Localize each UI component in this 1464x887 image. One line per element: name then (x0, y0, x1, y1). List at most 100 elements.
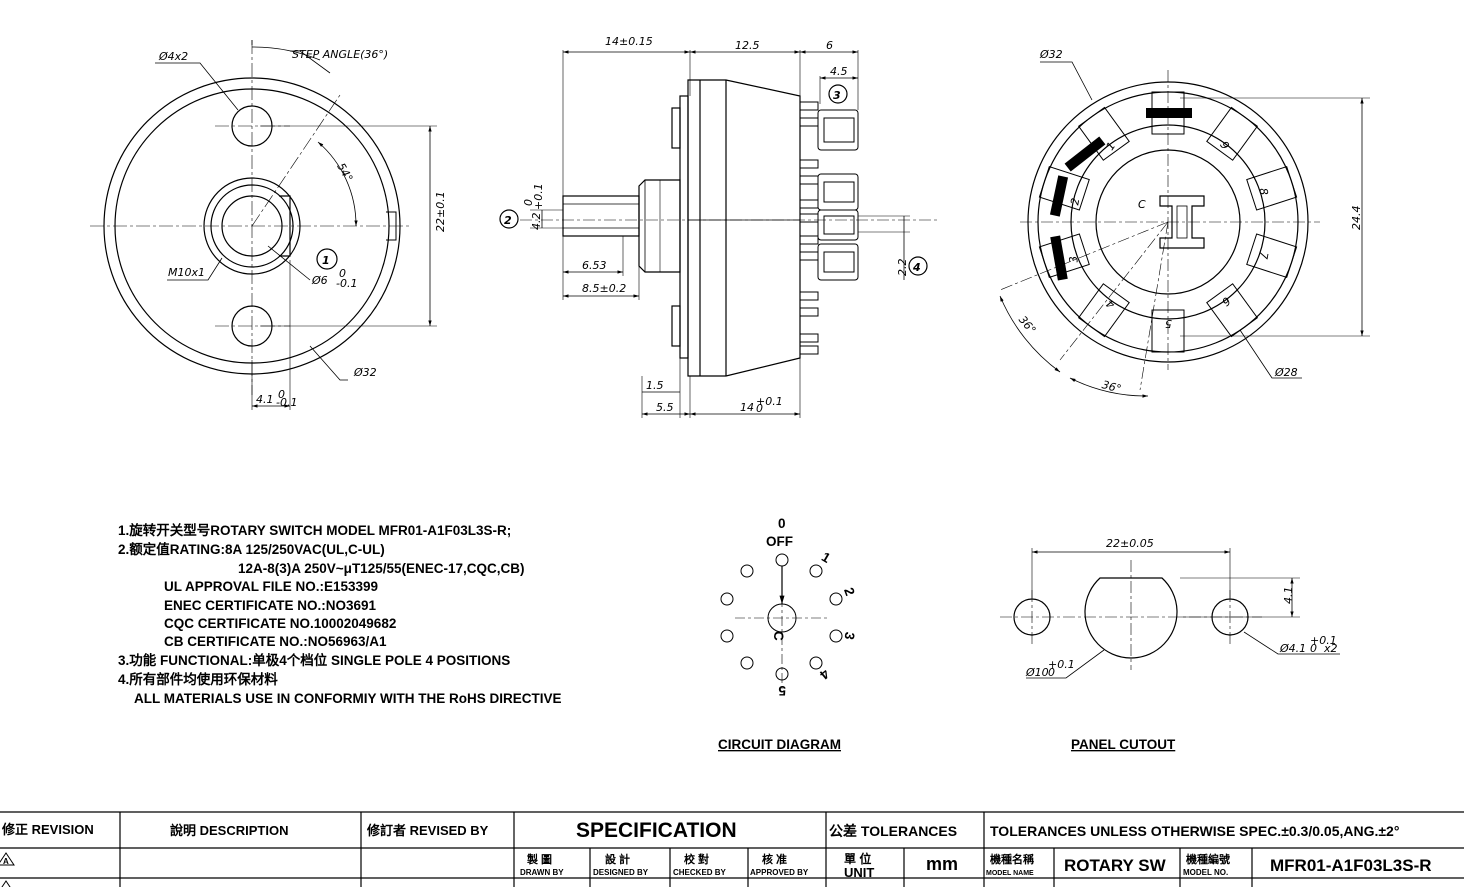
tb-designed-cn: 設 計 (605, 852, 630, 866)
tb-tolerances-header: 公差 TOLERANCES (829, 823, 957, 839)
tb-approved-cn: 核 准 (762, 852, 787, 866)
title-block (0, 811, 1464, 887)
circuit-label-3: 3 (841, 631, 857, 641)
note-line-5: ENEC CERTIFICATE NO.:NO3691 (164, 598, 377, 613)
front-flat-tol-dn: -0.1 (276, 396, 297, 409)
front-step-angle-label: STEP ANGLE(36°) (292, 48, 388, 61)
cutout-dim-width: 22±0.05 (1106, 537, 1154, 550)
rear-term-2: 2 (1068, 197, 1082, 206)
shaft-body (562, 195, 640, 237)
callout-4-circle (908, 256, 928, 276)
rear-outer-dia: Ø32 (1039, 48, 1063, 61)
side-dim-6: 6 (826, 39, 833, 52)
front-shaft-dia-label: Ø6 (311, 274, 328, 287)
rear-inner-dia: Ø28 (1274, 366, 1298, 379)
tb-drawn-en: DRAWN BY (520, 868, 564, 877)
tb-checked-cn: 校 對 (684, 852, 709, 866)
note-line-9: 4.所有部件均使用环保材料 (118, 671, 278, 687)
tb-unit-cn: 單 位 (844, 851, 871, 866)
side-dim-shaft: 4.2 (530, 213, 543, 231)
cutout-dim-hole: Ø4.1 (1279, 642, 1306, 655)
side-dim-22: 2.2 (896, 259, 909, 277)
cutout-center (1084, 577, 1178, 659)
tb-description: 說明 DESCRIPTION (170, 823, 288, 838)
circuit-label-0: 0 (778, 516, 786, 531)
tb-revision-mark: A (3, 857, 9, 866)
rear-term-8: 8 (1256, 187, 1270, 196)
callout-1-circle (316, 248, 338, 270)
side-dim-14-tol-dn: 0 (756, 402, 763, 415)
side-dim-55: 5.5 (656, 401, 674, 414)
note-line-6: CQC CERTIFICATE NO.10002049682 (164, 616, 396, 631)
rear-term-3: 3 (1067, 255, 1081, 264)
side-view (499, 50, 940, 418)
center-contact (1159, 195, 1205, 249)
circuit-label-c: C (771, 631, 786, 641)
cutout-dim-flat: 4.1 (1282, 587, 1295, 605)
note-line-7: CB CERTIFICATE NO.:NO56963/A1 (164, 634, 387, 649)
rear-term-4: 4 (1104, 297, 1118, 311)
front-callout-1: 1 (322, 254, 330, 267)
circuit-title: CIRCUIT DIAGRAM (718, 737, 841, 752)
front-hole-label: Ø4x2 (158, 50, 188, 63)
circuit-diagram (720, 553, 843, 690)
callout-3-circle (828, 84, 848, 104)
side-dim-shaft-tol-dn: 0 (522, 199, 535, 206)
rear-view (999, 61, 1370, 398)
front-thread-label: M10x1 (168, 266, 205, 279)
tb-model-no-en: MODEL NO. (1183, 868, 1228, 877)
circuit-label-5: 5 (778, 683, 786, 698)
tb-model-name-en: MODEL NAME (986, 870, 1034, 877)
notes-block: 1.旋转开关型号ROTARY SWITCH MODEL MFR01-A1F03L… (118, 522, 562, 706)
front-outer-dia-label: Ø32 (353, 366, 377, 379)
rear-center-label: C (1138, 198, 1146, 211)
tb-model-name-cn: 機種名稱 (990, 852, 1034, 866)
circuit-label-1: 1 (819, 549, 833, 566)
cutout-dim-center-tol-dn: 0 (1048, 666, 1055, 679)
cutout-dim-center: Ø10 (1025, 666, 1049, 679)
side-callout-3: 3 (833, 89, 841, 102)
front-shaft-tol-up: 0 (339, 267, 346, 280)
tb-tolerances-note: TOLERANCES UNLESS OTHERWISE SPEC.±0.3/0.… (990, 823, 1399, 839)
side-dim-14b: 14 (740, 401, 754, 414)
side-dim-125: 12.5 (735, 39, 760, 52)
note-line-3: 12A-8(3)A 250V~μT125/55(ENEC-17,CQC,CB) (238, 561, 525, 576)
front-flat-label: 4.1 (256, 393, 274, 406)
tb-approved-en: APPROVED BY (750, 868, 809, 877)
rear-term-5: 5 (1165, 317, 1172, 330)
tb-model-name-value: ROTARY SW (1064, 856, 1167, 875)
panel-cutout (1000, 548, 1340, 679)
side-callout-2: 2 (504, 214, 512, 227)
rear-term-7: 7 (1257, 251, 1271, 260)
tb-model-no-value: MFR01-A1F03L3S-R (1270, 856, 1432, 875)
cutout-dim-hole-tol-up: +0.1 (1310, 634, 1337, 647)
note-line-8: 3.功能 FUNCTIONAL:单极4个档位 SINGLE POLE 4 POS… (118, 652, 510, 668)
rear-height: 24.4 (1350, 206, 1363, 231)
note-line-10: ALL MATERIALS USE IN CONFORMIY WITH THE … (134, 691, 562, 706)
tb-specification: SPECIFICATION (576, 819, 737, 842)
note-line-4: UL APPROVAL FILE NO.:E153399 (164, 579, 378, 594)
cutout-dim-hole-suffix: x2 (1323, 642, 1338, 655)
side-dim-15: 1.5 (646, 379, 664, 392)
side-dim-shaft-tol-up: +0.1 (532, 183, 545, 210)
note-line-2: 2.额定值RATING:8A 125/250VAC(UL,C-UL) (118, 541, 385, 557)
switch-body (687, 79, 801, 377)
front-height-label: 22±0.1 (434, 191, 447, 232)
tb-revised-by: 修訂者 REVISED BY (366, 823, 489, 838)
tb-drawn-cn: 製 圖 (526, 852, 552, 866)
tb-model-no-cn: 機種編號 (1186, 852, 1230, 866)
tb-designed-en: DESIGNED BY (593, 868, 649, 877)
side-dim-14: 14±0.15 (605, 35, 653, 48)
rear-angle-2: 36° (1100, 378, 1122, 396)
side-dim-14-tol-up: +0.1 (756, 395, 783, 408)
circuit-label-off: OFF (766, 534, 793, 549)
cutout-title: PANEL CUTOUT (1071, 737, 1176, 752)
tb-revision: 修正 REVISION (1, 822, 94, 837)
side-dim-45: 4.5 (830, 65, 848, 78)
callout-2-circle (499, 209, 519, 229)
tb-checked-en: CHECKED BY (673, 868, 727, 877)
cutout-dim-center-tol-up: +0.1 (1048, 658, 1075, 671)
tb-unit-en: UNIT (844, 865, 874, 880)
front-shaft-tol-dn: -0.1 (336, 277, 357, 290)
side-dim-85: 8.5±0.2 (582, 282, 626, 295)
